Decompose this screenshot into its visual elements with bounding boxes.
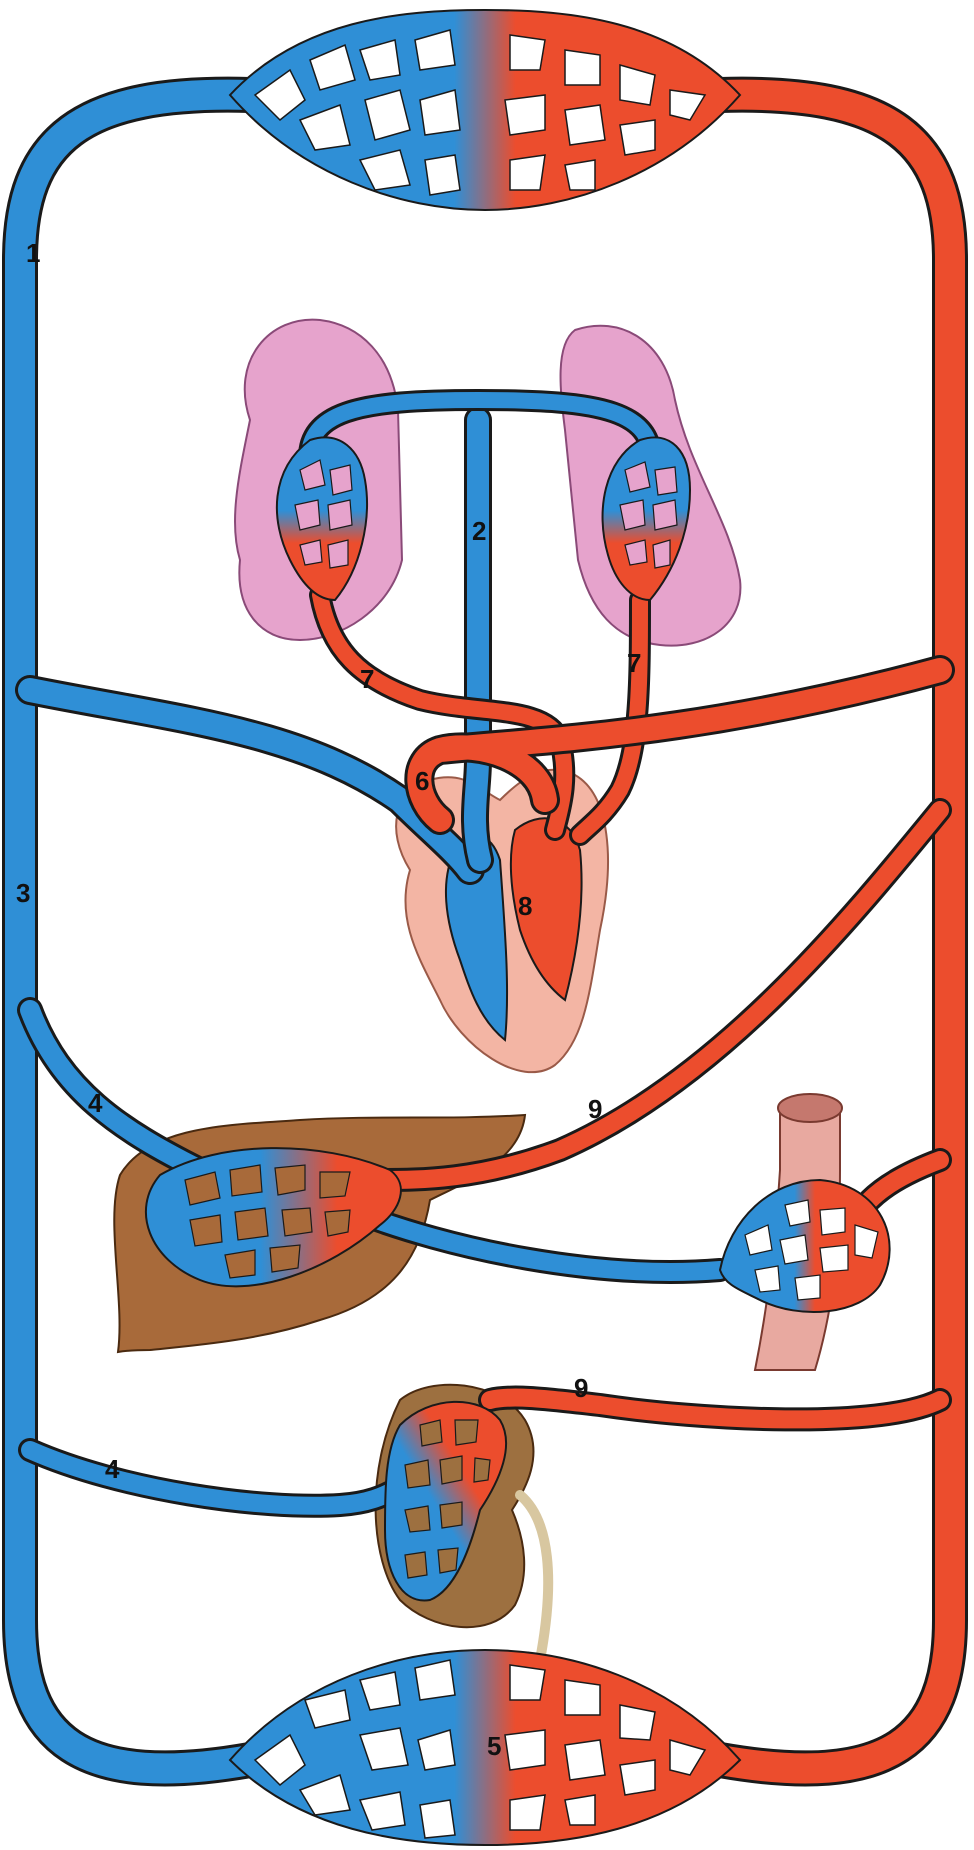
label-9-upper: 9 xyxy=(588,1094,602,1124)
bottom-capillary-bed xyxy=(230,1650,740,1845)
main-vein xyxy=(20,95,250,1769)
label-2: 2 xyxy=(472,516,486,546)
label-5: 5 xyxy=(487,1731,501,1761)
label-8: 8 xyxy=(518,891,532,921)
label-4-lower: 4 xyxy=(105,1454,120,1484)
label-4-upper: 4 xyxy=(88,1088,103,1118)
label-9-lower: 9 xyxy=(574,1373,588,1403)
label-1: 1 xyxy=(26,238,40,268)
label-3: 3 xyxy=(16,878,30,908)
label-6: 6 xyxy=(415,766,429,796)
label-7-right: 7 xyxy=(627,648,641,678)
intestine-opening xyxy=(778,1094,842,1122)
label-7-left: 7 xyxy=(360,664,374,694)
top-capillary-bed xyxy=(230,10,740,210)
intestine-capillary-bed xyxy=(720,1180,890,1312)
